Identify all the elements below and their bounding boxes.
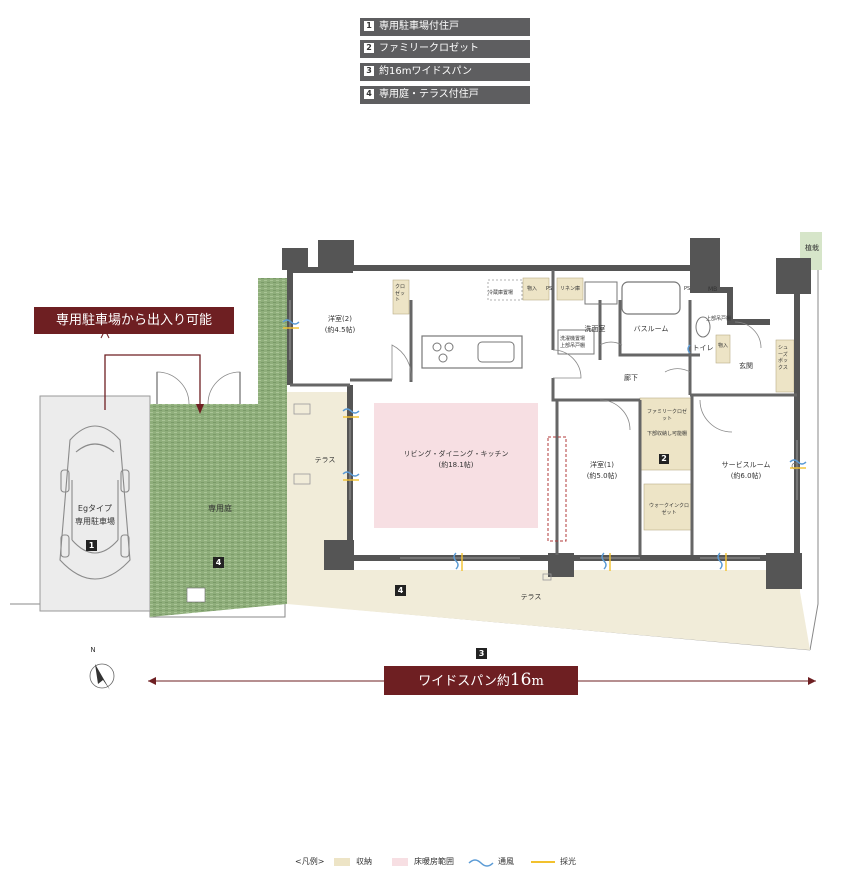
- stove-burner: [444, 342, 454, 352]
- span-arrow-left: [148, 677, 156, 685]
- access-pointer-arrow: [196, 404, 204, 414]
- access-pointer-line: [104, 354, 201, 410]
- label-walkin-closet: ウォークインクロゼット: [648, 503, 689, 516]
- legend-label-airflow: 通風: [498, 857, 514, 866]
- marker-span: 3: [476, 648, 487, 659]
- parking-space: [39, 395, 151, 612]
- legend-title: <凡例>: [295, 857, 325, 866]
- marker-garden: 4: [213, 557, 224, 568]
- label-family-closet: ファミリークロゼット: [646, 409, 687, 422]
- room-hallway: 廊下: [624, 374, 638, 382]
- sliding-partition: [547, 436, 567, 542]
- label-mb: MB: [708, 286, 718, 293]
- room-entrance: 玄関: [739, 362, 753, 370]
- bathtub: [621, 281, 681, 315]
- legend-label-storage: 収納: [356, 857, 372, 866]
- room-service: サービスルーム(約6.0帖): [721, 461, 771, 481]
- label-ps-2: PS: [684, 286, 691, 292]
- toilet-bowl: [695, 316, 711, 338]
- room-terrace-side: テラス: [314, 456, 336, 464]
- room-toilet: トイレ: [692, 344, 714, 352]
- closet-western2: [392, 279, 410, 315]
- label-under-floor: 下部収納し可能棚: [646, 431, 687, 437]
- terrace-furniture: [293, 403, 552, 581]
- room-bathroom: バスルーム: [633, 325, 669, 333]
- legend-label-floor-heating: 床暖房範囲: [414, 857, 454, 866]
- kitchen-sink: [477, 341, 515, 363]
- label-upper-shelf: 上部吊戸棚: [706, 316, 732, 322]
- label-shoe-box: シューズボックス: [778, 345, 789, 371]
- label-ps-1: PS: [546, 286, 553, 292]
- storage-kitchen: [522, 277, 550, 301]
- door-swings: [156, 321, 762, 433]
- columns: [282, 238, 811, 589]
- label-washer: 洗濯機置場上部吊戸棚: [560, 336, 586, 349]
- property-line-right: [809, 232, 819, 651]
- vanity: [584, 281, 618, 305]
- plants-label: 植栽: [805, 244, 819, 252]
- compass-north-label: N: [90, 646, 96, 654]
- marker-parking: 1: [86, 540, 97, 551]
- compass-icon: [89, 663, 115, 690]
- car-type-label: Egタイプ: [77, 504, 113, 513]
- walkin-closet: [643, 483, 693, 531]
- stove-burner: [432, 342, 442, 352]
- marker-family-closet: 2: [659, 454, 669, 464]
- linen-storage: [556, 277, 584, 301]
- floor-heating-area: [374, 403, 538, 528]
- legend-swatch-storage: [334, 858, 350, 866]
- legend-swatch-floor-heating: [392, 858, 408, 866]
- terrace-area: [287, 392, 810, 650]
- drain-grate: [186, 587, 206, 603]
- interior-walls: [290, 270, 797, 555]
- fridge-space: [487, 279, 523, 301]
- span-arrow-right: [808, 677, 816, 685]
- private-garden: [150, 278, 287, 617]
- label-storage-kitchen: 物入: [527, 286, 538, 292]
- legend-swatch-light: [531, 861, 555, 863]
- room-ldk: リビング・ダイニング・キッチン(約18.1帖): [403, 450, 509, 470]
- room-western2: 洋室(2)(約4.5帖): [324, 315, 356, 335]
- garden-label: 専用庭: [208, 504, 232, 513]
- wide-span-banner: ワイドスパン約16m: [384, 666, 578, 695]
- legend-label-light: 採光: [560, 857, 576, 866]
- label-closet: クロゼット: [395, 284, 406, 303]
- stove-burner: [438, 353, 448, 363]
- label-storage-toilet: 物入: [718, 343, 729, 349]
- label-fridge: 冷蔵庫置場: [488, 290, 514, 296]
- garden-gate: [156, 372, 241, 404]
- room-western1: 洋室(1)(約5.0帖): [586, 461, 618, 481]
- kitchen-counter: [421, 335, 523, 369]
- storage-toilet: [715, 334, 731, 364]
- car-outline: [59, 425, 131, 580]
- airflow-light-markers: [282, 319, 807, 571]
- legend-swatch-airflow: [468, 859, 494, 867]
- parking-label: 専用駐車場: [75, 517, 115, 526]
- room-terrace-main: テラス: [520, 593, 542, 601]
- windows: [289, 300, 798, 559]
- marker-terrace: 4: [395, 585, 406, 596]
- parking-access-banner: 専用駐車場から出入り可能: [34, 307, 234, 334]
- room-washroom: 洗面室: [584, 325, 606, 333]
- washer-space: [557, 329, 595, 355]
- label-linen: リネン庫: [560, 286, 581, 292]
